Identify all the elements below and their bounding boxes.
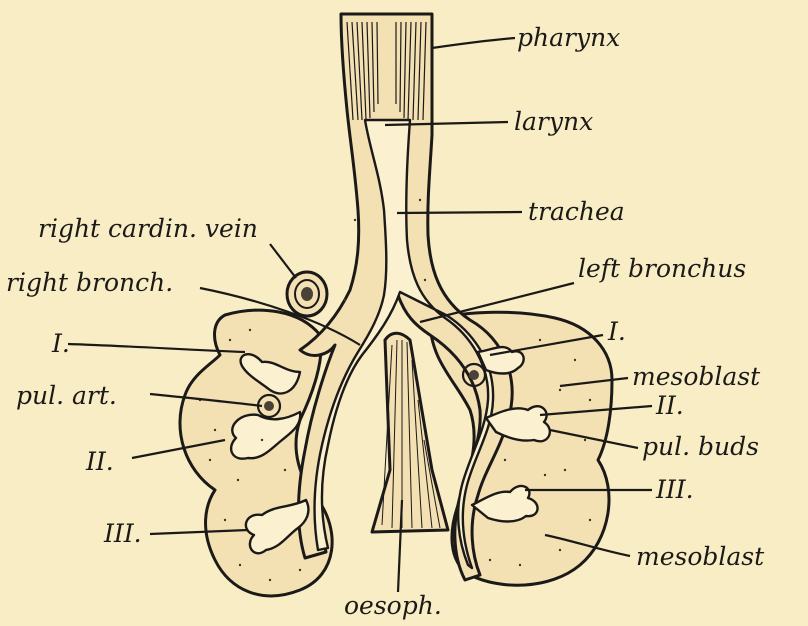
label-left-bronchus: left bronchus xyxy=(578,254,746,283)
label-right-III: III. xyxy=(103,519,142,548)
label-larynx: larynx xyxy=(514,107,593,136)
label-left-I: I. xyxy=(607,317,626,346)
label-right-I: I. xyxy=(51,329,70,358)
label-trachea: trachea xyxy=(528,197,625,226)
label-right-bronch: right bronch. xyxy=(6,268,173,297)
label-right-cardin-vein: right cardin. vein xyxy=(38,214,258,243)
label-pul-buds: pul. buds xyxy=(642,432,759,461)
label-mesoblast-lower: mesoblast xyxy=(636,542,765,571)
label-oesoph: oesoph. xyxy=(344,591,442,620)
label-right-II: II. xyxy=(85,447,114,476)
label-pharynx: pharynx xyxy=(517,23,620,52)
label-left-III: III. xyxy=(655,475,694,504)
label-pul-art: pul. art. xyxy=(16,381,117,410)
label-left-II: II. xyxy=(655,391,684,420)
label-mesoblast-upper: mesoblast xyxy=(632,362,761,391)
right-cardinal-vein xyxy=(287,272,327,316)
